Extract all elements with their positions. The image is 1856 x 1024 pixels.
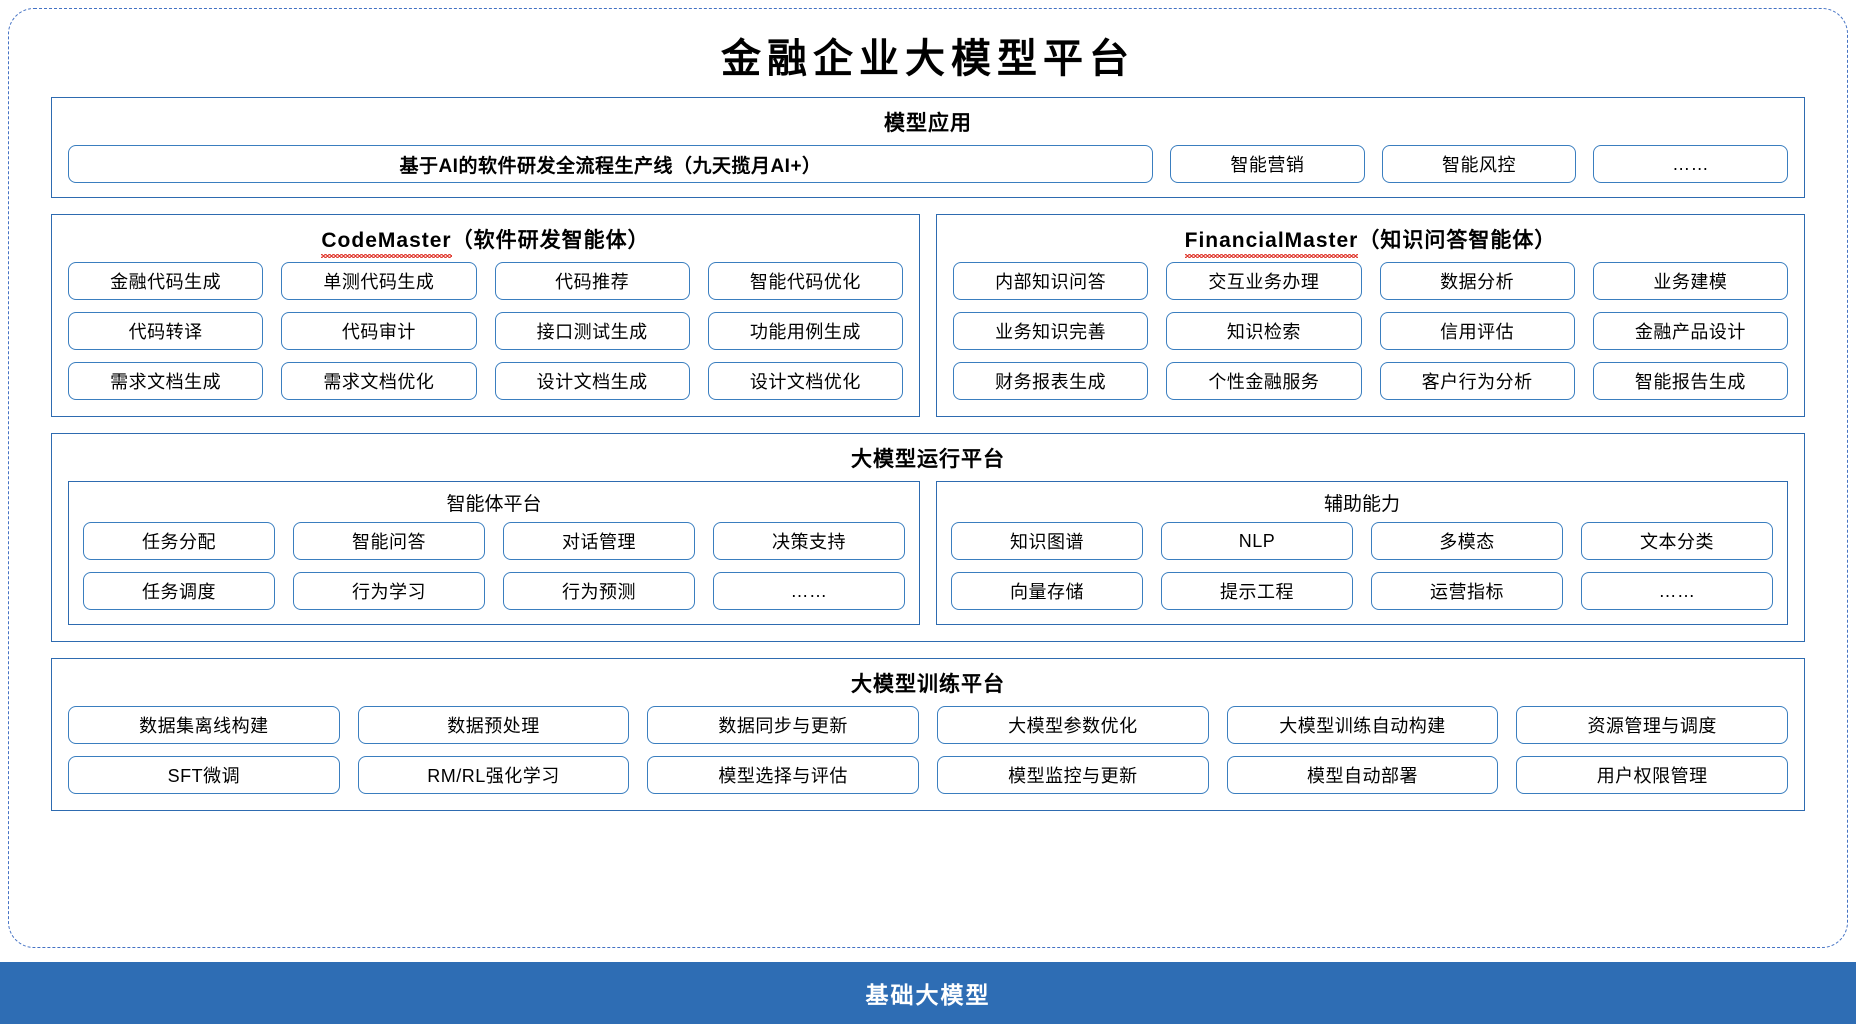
chip-model-monitoring-update[interactable]: 模型监控与更新 — [937, 756, 1209, 794]
chip-dataset-offline-construction[interactable]: 数据集离线构建 — [68, 706, 340, 744]
panel-auxiliary-capability-title: 辅助能力 — [1323, 494, 1400, 515]
training-row-1: 数据集离线构建 数据预处理 数据同步与更新 大模型参数优化 大模型训练自动构建 … — [68, 706, 1789, 744]
chip-task-scheduling[interactable]: 任务调度 — [83, 572, 275, 610]
chip-training-auto-construction[interactable]: 大模型训练自动构建 — [1226, 706, 1499, 744]
page-title: 金融企业大模型平台 — [721, 36, 1135, 81]
chip-ai-software-pipeline[interactable]: 基于AI的软件研发全流程生产线（九天揽月AI+） — [68, 145, 1153, 183]
chip-functional-case-generation[interactable]: 功能用例生成 — [707, 312, 903, 350]
chip-task-allocation[interactable]: 任务分配 — [83, 522, 275, 560]
chip-unittest-code-generation[interactable]: 单测代码生成 — [281, 262, 477, 300]
agent-platform-row-2: 任务调度 行为学习 行为预测 …… — [83, 572, 905, 610]
base-model-bar: 基础大模型 — [0, 962, 1856, 1024]
financialmaster-capability-grid: 内部知识问答 交互业务办理 数据分析 业务建模 业务知识完善 知识检索 信用评估… — [937, 262, 1804, 400]
codemaster-row-1: 金融代码生成 单测代码生成 代码推荐 智能代码优化 — [68, 262, 903, 300]
model-application-items: 基于AI的软件研发全流程生产线（九天揽月AI+） 智能营销 智能风控 …… — [52, 145, 1804, 183]
chip-code-translation[interactable]: 代码转译 — [68, 312, 264, 350]
financialmaster-name-cn: （知识问答智能体） — [1358, 229, 1557, 252]
panel-codemaster: CodeMaster（软件研发智能体） 金融代码生成 单测代码生成 代码推荐 智… — [51, 214, 920, 417]
platform-outer-frame: 金融企业大模型平台 模型应用 基于AI的软件研发全流程生产线（九天揽月AI+） … — [8, 8, 1848, 948]
chip-intelligent-report-generation[interactable]: 智能报告生成 — [1592, 362, 1788, 400]
chip-intelligent-code-optimization[interactable]: 智能代码优化 — [707, 262, 903, 300]
chip-decision-support[interactable]: 决策支持 — [713, 522, 905, 560]
financialmaster-row-3: 财务报表生成 个性金融服务 客户行为分析 智能报告生成 — [953, 362, 1788, 400]
training-row-2: SFT微调 RM/RL强化学习 模型选择与评估 模型监控与更新 模型自动部署 用… — [68, 756, 1789, 794]
codemaster-name-cn: （软件研发智能体） — [451, 229, 650, 252]
chip-interface-test-generation[interactable]: 接口测试生成 — [494, 312, 690, 350]
chip-design-doc-generation[interactable]: 设计文档生成 — [494, 362, 690, 400]
chip-financial-statement-generation[interactable]: 财务报表生成 — [953, 362, 1149, 400]
chip-intelligent-qa[interactable]: 智能问答 — [293, 522, 485, 560]
chip-behavior-learning[interactable]: 行为学习 — [293, 572, 485, 610]
chip-model-auto-deployment[interactable]: 模型自动部署 — [1226, 756, 1499, 794]
chip-intelligent-risk-control[interactable]: 智能风控 — [1381, 145, 1577, 183]
chip-behavior-prediction[interactable]: 行为预测 — [503, 572, 695, 610]
chip-nlp[interactable]: NLP — [1161, 522, 1353, 560]
chip-intelligent-marketing[interactable]: 智能营销 — [1170, 145, 1365, 183]
chip-data-analysis[interactable]: 数据分析 — [1379, 262, 1575, 300]
chip-model-parameter-optimization[interactable]: 大模型参数优化 — [937, 706, 1209, 744]
panel-auxiliary-capability: 辅助能力 知识图谱 NLP 多模态 文本分类 向量存储 提示工程 运营指标 — [936, 481, 1788, 625]
panel-agent-platform-title: 智能体平台 — [446, 494, 542, 515]
chip-operation-metrics[interactable]: 运营指标 — [1371, 572, 1563, 610]
chip-requirement-doc-generation[interactable]: 需求文档生成 — [68, 362, 264, 400]
chip-requirement-doc-optimization[interactable]: 需求文档优化 — [281, 362, 477, 400]
chip-sft-finetune[interactable]: SFT微调 — [68, 756, 340, 794]
panel-agent-platform: 智能体平台 任务分配 智能问答 对话管理 决策支持 任务调度 行为学习 行为预测 — [68, 481, 920, 625]
panel-financialmaster-title: FinancialMaster（知识问答智能体） — [937, 215, 1804, 262]
chip-model-application-more[interactable]: …… — [1593, 145, 1789, 183]
section-training-platform-title: 大模型训练平台 — [851, 673, 1005, 696]
agent-platform-grid: 任务分配 智能问答 对话管理 决策支持 任务调度 行为学习 行为预测 …… — [69, 522, 919, 610]
financialmaster-row-1: 内部知识问答 交互业务办理 数据分析 业务建模 — [953, 262, 1788, 300]
training-platform-grid: 数据集离线构建 数据预处理 数据同步与更新 大模型参数优化 大模型训练自动构建 … — [52, 706, 1804, 794]
financialmaster-name-latin: FinancialMaster — [1184, 229, 1359, 258]
auxiliary-row-1: 知识图谱 NLP 多模态 文本分类 — [951, 522, 1773, 560]
chip-code-audit[interactable]: 代码审计 — [281, 312, 477, 350]
chip-business-modeling[interactable]: 业务建模 — [1592, 262, 1788, 300]
chip-resource-management-scheduling[interactable]: 资源管理与调度 — [1516, 706, 1789, 744]
chip-multimodal[interactable]: 多模态 — [1371, 522, 1563, 560]
chip-user-permission-management[interactable]: 用户权限管理 — [1516, 756, 1789, 794]
chip-credit-assessment[interactable]: 信用评估 — [1379, 312, 1575, 350]
chip-data-preprocessing[interactable]: 数据预处理 — [357, 706, 630, 744]
chip-dialogue-management[interactable]: 对话管理 — [503, 522, 695, 560]
auxiliary-row-2: 向量存储 提示工程 运营指标 …… — [951, 572, 1773, 610]
agent-platform-row-1: 任务分配 智能问答 对话管理 决策支持 — [83, 522, 905, 560]
chip-rm-rl-reinforcement-learning[interactable]: RM/RL强化学习 — [357, 756, 630, 794]
chip-knowledge-retrieval[interactable]: 知识检索 — [1166, 312, 1362, 350]
chip-interactive-business-handling[interactable]: 交互业务办理 — [1166, 262, 1362, 300]
panel-financialmaster: FinancialMaster（知识问答智能体） 内部知识问答 交互业务办理 数… — [936, 214, 1805, 417]
chip-data-sync-update[interactable]: 数据同步与更新 — [647, 706, 920, 744]
runtime-platform-columns: 智能体平台 任务分配 智能问答 对话管理 决策支持 任务调度 行为学习 行为预测 — [52, 481, 1804, 625]
auxiliary-capability-grid: 知识图谱 NLP 多模态 文本分类 向量存储 提示工程 运营指标 …… — [937, 522, 1787, 610]
codemaster-name-latin: CodeMaster — [321, 229, 452, 258]
chip-auxiliary-more[interactable]: …… — [1581, 572, 1773, 610]
chip-model-selection-evaluation[interactable]: 模型选择与评估 — [647, 756, 920, 794]
chip-agent-platform-more[interactable]: …… — [713, 572, 905, 610]
chip-internal-knowledge-qa[interactable]: 内部知识问答 — [953, 262, 1149, 300]
chip-business-knowledge-enhancement[interactable]: 业务知识完善 — [953, 312, 1149, 350]
panel-codemaster-title: CodeMaster（软件研发智能体） — [52, 215, 919, 262]
codemaster-row-3: 需求文档生成 需求文档优化 设计文档生成 设计文档优化 — [68, 362, 903, 400]
section-runtime-platform-title: 大模型运行平台 — [851, 448, 1005, 471]
chip-prompt-engineering[interactable]: 提示工程 — [1161, 572, 1353, 610]
section-runtime-platform: 大模型运行平台 智能体平台 任务分配 智能问答 对话管理 决策支持 任务调度 — [51, 433, 1805, 642]
section-model-application-title: 模型应用 — [884, 112, 972, 135]
chip-vector-storage[interactable]: 向量存储 — [951, 572, 1143, 610]
codemaster-row-2: 代码转译 代码审计 接口测试生成 功能用例生成 — [68, 312, 903, 350]
section-model-application: 模型应用 基于AI的软件研发全流程生产线（九天揽月AI+） 智能营销 智能风控 … — [51, 97, 1805, 198]
base-model-label: 基础大模型 — [865, 982, 991, 1008]
chip-financial-product-design[interactable]: 金融产品设计 — [1592, 312, 1788, 350]
codemaster-capability-grid: 金融代码生成 单测代码生成 代码推荐 智能代码优化 代码转译 代码审计 接口测试… — [52, 262, 919, 400]
chip-customer-behavior-analysis[interactable]: 客户行为分析 — [1379, 362, 1575, 400]
chip-code-recommendation[interactable]: 代码推荐 — [494, 262, 690, 300]
chip-knowledge-graph[interactable]: 知识图谱 — [951, 522, 1143, 560]
section-agents: CodeMaster（软件研发智能体） 金融代码生成 单测代码生成 代码推荐 智… — [51, 214, 1805, 417]
chip-personalized-financial-service[interactable]: 个性金融服务 — [1166, 362, 1362, 400]
financialmaster-row-2: 业务知识完善 知识检索 信用评估 金融产品设计 — [953, 312, 1788, 350]
chip-design-doc-optimization[interactable]: 设计文档优化 — [707, 362, 903, 400]
chip-text-classification[interactable]: 文本分类 — [1581, 522, 1773, 560]
section-training-platform: 大模型训练平台 数据集离线构建 数据预处理 数据同步与更新 大模型参数优化 大模… — [51, 658, 1805, 811]
chip-finance-code-generation[interactable]: 金融代码生成 — [68, 262, 264, 300]
